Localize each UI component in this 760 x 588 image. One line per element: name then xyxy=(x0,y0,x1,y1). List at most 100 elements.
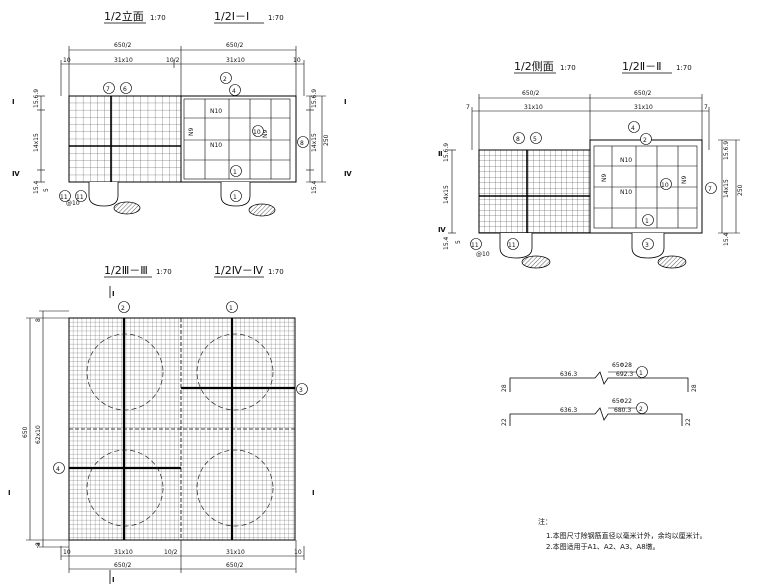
dim-chain-left-plan xyxy=(26,310,69,548)
dim-31x10-right: 31x10 xyxy=(226,57,245,64)
rebar-1-num: 1 xyxy=(639,370,643,377)
mark-II-left: Ⅱ xyxy=(438,150,443,158)
dim-650-2-plan-right: 650/2 xyxy=(226,562,243,569)
callout-4-elev: 4 xyxy=(232,88,236,95)
dim-15-4-left: 15.4 xyxy=(33,180,40,194)
dim-5-side: 5 xyxy=(455,240,462,244)
title-section-I: 1/2Ⅰ－Ⅰ 1:70 xyxy=(214,10,284,24)
dim-15-6-9-right: 15.6.9 xyxy=(311,89,318,108)
bar-N10-side-b: N10 xyxy=(620,189,632,196)
callouts-side xyxy=(470,121,717,250)
title-section-III: 1/2Ⅲ－Ⅲ 1:70 xyxy=(104,264,172,278)
dim-14x15-left: 14x15 xyxy=(33,133,40,152)
callouts-elev xyxy=(59,72,309,202)
dim-31x10-plan-left: 31x10 xyxy=(114,549,133,556)
title-elev-label: 1/2立面 xyxy=(104,9,144,23)
bar-N9: N9 xyxy=(188,128,195,136)
dim-14x15-side-right: 14x15 xyxy=(723,179,730,198)
callout-3-side: 3 xyxy=(645,242,649,249)
callout-10-side: 10 xyxy=(661,182,669,189)
callout-11a-elev: 11 xyxy=(60,194,68,201)
rebar-2-len-b: 680.3 xyxy=(614,407,631,414)
section-I-grid xyxy=(184,99,290,179)
callout-2-side: 2 xyxy=(643,137,647,144)
rebar-2-hook-left: 22 xyxy=(501,418,508,426)
mark-I-top: Ⅰ xyxy=(112,290,115,298)
dim-250: 250 xyxy=(323,134,330,146)
dim-15-4-side-left: 15.4 xyxy=(443,236,450,250)
title-sec1-scale: 1:70 xyxy=(268,14,284,22)
dim-chain-left-side xyxy=(448,149,456,234)
dim-31x10-side-left: 31x10 xyxy=(524,104,543,111)
dim-62x10: 62x10 xyxy=(35,425,42,444)
mark-IV-right: Ⅳ xyxy=(344,170,352,178)
callout-6-elev: 6 xyxy=(123,86,127,93)
title-sec3-label: 1/2Ⅲ－Ⅲ xyxy=(104,264,148,277)
rebar-1-hook-right: 28 xyxy=(691,384,698,392)
callout-2-elev: 2 xyxy=(223,76,227,83)
title-sec2-scale: 1:70 xyxy=(676,64,692,72)
notes-line-1: 1.本图尺寸除钢筋直径以毫米计外，余均以厘米计。 xyxy=(546,531,707,540)
mark-I-left: Ⅰ xyxy=(12,98,15,106)
mark-I-right: Ⅰ xyxy=(344,98,347,106)
pile-left xyxy=(88,182,119,207)
bar-N10-a: N10 xyxy=(210,108,222,115)
title-side-scale: 1:70 xyxy=(560,64,576,72)
notes-line-2: 2.本图适用于A1、A2、A3、A8墩。 xyxy=(546,542,660,551)
dim-10-plan-left: 10 xyxy=(63,549,71,556)
dim-650-2-side-left: 650/2 xyxy=(522,90,539,97)
notes-title: 注： xyxy=(538,517,552,526)
title-sec1-label: 1/2Ⅰ－Ⅰ xyxy=(214,10,249,23)
dim-650-plan: 650 xyxy=(22,426,29,438)
view-plan: 2 1 3 4 Ⅰ Ⅰ Ⅰ Ⅰ 650 62x10 8 8 7 10 31x10… xyxy=(8,286,315,584)
mark-I-bottom: Ⅰ xyxy=(112,576,115,584)
dim-7-side-right: 7 xyxy=(704,104,708,111)
dim-chain-bottom-plan xyxy=(60,540,305,573)
dim-5: 5 xyxy=(43,188,50,192)
title-half-side: 1/2侧面 1:70 xyxy=(514,60,576,74)
dim-8-top: 8 xyxy=(35,318,42,322)
dim-chain-left-elev xyxy=(37,95,45,183)
dim-chain-right-elev xyxy=(306,95,326,183)
dim-10-2-plan: 10/2 xyxy=(164,549,178,556)
mesh-side-left xyxy=(478,149,591,234)
mark-IV-left: Ⅳ xyxy=(12,170,20,178)
dim-15-6-9-left: 15.6.9 xyxy=(33,89,40,108)
dim-14x15-right: 14x15 xyxy=(311,133,318,152)
rebar-2-num: 2 xyxy=(639,406,643,413)
dim-31x10-side-right: 31x10 xyxy=(634,104,653,111)
callout-3-plan: 3 xyxy=(299,387,303,394)
dim-650-2-plan-left: 650/2 xyxy=(114,562,131,569)
dim-15-4-side-right: 15.4 xyxy=(723,232,730,246)
callout-1-side: 1 xyxy=(645,218,649,225)
mark-I-plan-left: Ⅰ xyxy=(8,489,11,497)
title-section-II: 1/2Ⅱ－Ⅱ 1:70 xyxy=(622,60,692,74)
dim-650-2-side-right: 650/2 xyxy=(634,90,651,97)
mark-IV-side-left: Ⅳ xyxy=(438,226,446,234)
title-side-label: 1/2侧面 xyxy=(514,60,554,73)
rebar-2-spec: 65Φ22 xyxy=(612,398,632,405)
title-elev-scale: 1:70 xyxy=(150,14,166,22)
dim-650-2-right: 650/2 xyxy=(226,42,243,49)
callout-4-side: 4 xyxy=(631,125,635,132)
dim-15-6-9-side-left: 15.6.9 xyxy=(443,143,450,162)
callout-4-plan: 4 xyxy=(56,466,60,473)
rebar-detail-2: 2 65Φ22 636.3 680.3 22 22 xyxy=(501,398,692,426)
dim-650-2-left: 650/2 xyxy=(114,42,131,49)
dim-10-2: 10/2 xyxy=(166,57,180,64)
dim-at10-side: @10 xyxy=(476,251,490,258)
callout-11b-side: 11 xyxy=(508,242,516,249)
dim-8-bottom: 8 xyxy=(35,542,42,546)
title-section-IV: 1/2Ⅳ－Ⅳ 1:70 xyxy=(214,264,284,278)
dim-31x10-plan-right: 31x10 xyxy=(226,549,245,556)
section-II-grid xyxy=(594,146,697,228)
bar-N9-side-b: N9 xyxy=(681,176,688,184)
view-elevation: 650/2 650/2 10 31x10 10/2 31x10 10 N10 N… xyxy=(12,42,352,217)
dim-250-side: 250 xyxy=(737,184,744,196)
view-side: 650/2 650/2 7 31x10 31x10 7 N10 N10 N9 N… xyxy=(438,90,744,269)
mesh-elevation-left xyxy=(68,95,182,183)
pile-hatch-left xyxy=(113,201,141,215)
callout-8-elev: 8 xyxy=(300,140,304,147)
callout-5-side: 5 xyxy=(533,136,537,143)
callout-10-elev: 10 xyxy=(253,129,261,136)
